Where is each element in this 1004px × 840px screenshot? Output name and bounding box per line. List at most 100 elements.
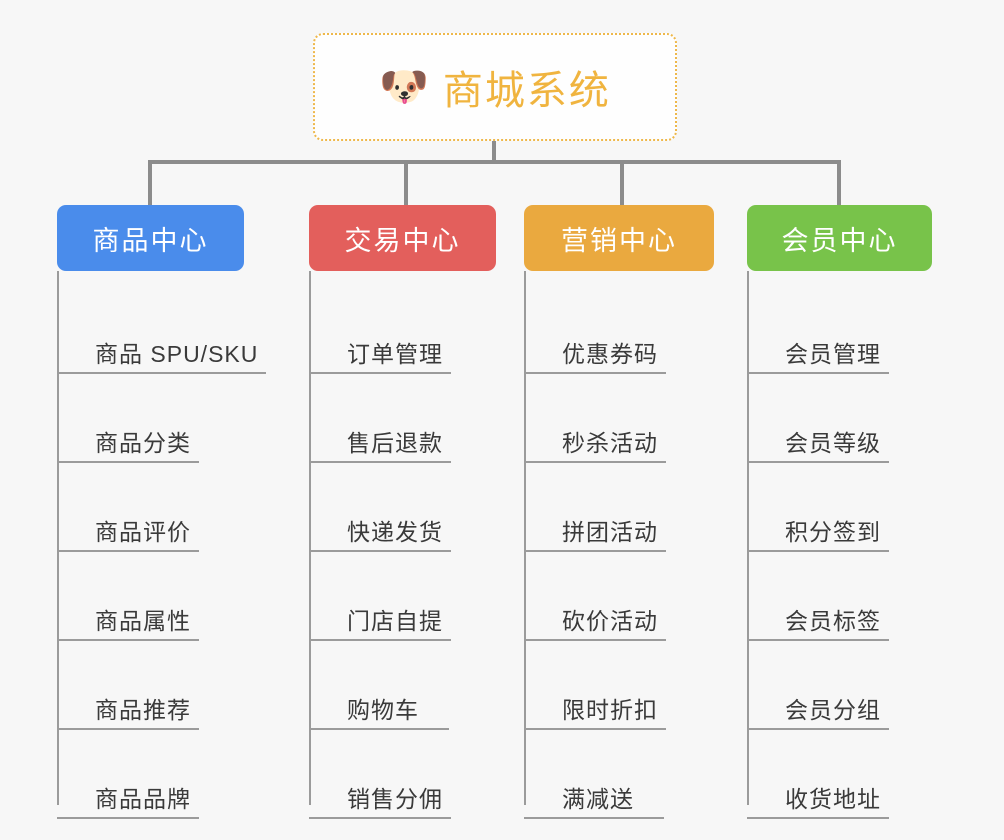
leaf-item-label: 砍价活动 xyxy=(562,608,658,634)
leaf-item-underline xyxy=(524,461,666,463)
leaf-item[interactable]: 会员等级 xyxy=(747,374,932,463)
leaf-item-label: 会员管理 xyxy=(785,341,881,367)
leaf-item-inner: 门店自提 xyxy=(309,602,451,641)
leaf-item-inner: 商品品牌 xyxy=(57,780,199,819)
leaf-item-label: 满减送 xyxy=(562,786,634,812)
leaf-item-inner: 拼团活动 xyxy=(524,513,666,552)
branch-header-3[interactable]: 营销中心 xyxy=(524,205,714,271)
leaf-item-label: 限时折扣 xyxy=(562,697,658,723)
branch-leaf-stack-4: 会员管理会员等级积分签到会员标签会员分组收货地址 xyxy=(747,271,932,819)
leaf-item-underline xyxy=(747,372,889,374)
leaf-item-underline xyxy=(309,817,451,819)
leaf-item-inner: 会员管理 xyxy=(747,335,889,374)
branch-header-label: 会员中心 xyxy=(781,225,898,256)
branch-spine-4 xyxy=(747,271,749,805)
leaf-item[interactable]: 售后退款 xyxy=(309,374,496,463)
leaf-item[interactable]: 商品评价 xyxy=(57,463,244,552)
branch-spine-2 xyxy=(309,271,311,805)
leaf-item-inner: 购物车 xyxy=(309,691,449,730)
leaf-item[interactable]: 会员管理 xyxy=(747,285,932,374)
leaf-item[interactable]: 会员分组 xyxy=(747,641,932,730)
leaf-item-underline xyxy=(524,372,666,374)
leaf-item-underline xyxy=(57,372,266,374)
leaf-item-underline xyxy=(747,639,889,641)
root-node-mall-system[interactable]: 🐶 商城系统 xyxy=(313,33,677,141)
leaf-item-inner: 商品属性 xyxy=(57,602,199,641)
branch-drop-connector-1 xyxy=(148,160,152,207)
leaf-item[interactable]: 限时折扣 xyxy=(524,641,714,730)
leaf-item-label: 优惠券码 xyxy=(562,341,658,367)
leaf-item-underline xyxy=(309,639,451,641)
leaf-item[interactable]: 商品属性 xyxy=(57,552,244,641)
branch-leaf-stack-2: 订单管理售后退款快递发货门店自提购物车销售分佣 xyxy=(309,271,496,819)
leaf-item-inner: 商品推荐 xyxy=(57,691,199,730)
leaf-item-inner: 会员标签 xyxy=(747,602,889,641)
leaf-item-underline xyxy=(747,817,889,819)
branch-connector-bus xyxy=(148,160,840,164)
leaf-item[interactable]: 秒杀活动 xyxy=(524,374,714,463)
leaf-item-label: 购物车 xyxy=(347,697,419,723)
leaf-item[interactable]: 订单管理 xyxy=(309,285,496,374)
branch-leaf-stack-1: 商品 SPU/SKU 商品分类商品评价商品属性商品推荐商品品牌 xyxy=(57,271,266,819)
leaf-item-underline xyxy=(524,728,666,730)
leaf-item-label: 商品品牌 xyxy=(95,786,191,812)
leaf-item[interactable]: 商品品牌 xyxy=(57,730,244,819)
leaf-item-label: 商品 SPU/SKU xyxy=(95,341,259,367)
root-connector-stem xyxy=(492,141,496,163)
leaf-item-label: 商品推荐 xyxy=(95,697,191,723)
leaf-item-underline xyxy=(57,817,199,819)
leaf-item[interactable]: 满减送 xyxy=(524,730,714,819)
leaf-item-inner: 商品评价 xyxy=(57,513,199,552)
leaf-item-inner: 会员分组 xyxy=(747,691,889,730)
leaf-item-label: 销售分佣 xyxy=(347,786,443,812)
leaf-item-underline xyxy=(309,550,451,552)
leaf-item-underline xyxy=(747,728,889,730)
leaf-item[interactable]: 商品 SPU/SKU xyxy=(57,285,266,374)
leaf-item-inner: 销售分佣 xyxy=(309,780,451,819)
leaf-item[interactable]: 砍价活动 xyxy=(524,552,714,641)
leaf-item[interactable]: 快递发货 xyxy=(309,463,496,552)
leaf-item-underline xyxy=(57,550,199,552)
leaf-item[interactable]: 会员标签 xyxy=(747,552,932,641)
leaf-item-underline xyxy=(524,550,666,552)
leaf-item[interactable]: 优惠券码 xyxy=(524,285,714,374)
leaf-item-underline xyxy=(747,550,889,552)
branch-spine-3 xyxy=(524,271,526,805)
leaf-item-inner: 收货地址 xyxy=(747,780,889,819)
branch-header-2[interactable]: 交易中心 xyxy=(309,205,496,271)
leaf-item-label: 会员标签 xyxy=(785,608,881,634)
leaf-item-label: 售后退款 xyxy=(347,430,443,456)
leaf-item[interactable]: 销售分佣 xyxy=(309,730,496,819)
leaf-item[interactable]: 收货地址 xyxy=(747,730,932,819)
leaf-item-inner: 限时折扣 xyxy=(524,691,666,730)
dog-face-icon: 🐶 xyxy=(379,65,429,109)
branch-column-1: 商品中心商品 SPU/SKU 商品分类商品评价商品属性商品推荐商品品牌 xyxy=(57,205,266,819)
leaf-item-underline xyxy=(309,728,449,730)
root-node-title: 商城系统 xyxy=(442,69,611,113)
leaf-item-label: 会员分组 xyxy=(785,697,881,723)
leaf-item-underline xyxy=(524,639,666,641)
branch-header-1[interactable]: 商品中心 xyxy=(57,205,244,271)
leaf-item-label: 商品分类 xyxy=(95,430,191,456)
leaf-item-inner: 商品 SPU/SKU xyxy=(57,335,266,374)
leaf-item[interactable]: 商品推荐 xyxy=(57,641,244,730)
leaf-item-inner: 快递发货 xyxy=(309,513,451,552)
leaf-item-label: 积分签到 xyxy=(785,519,881,545)
branch-drop-connector-3 xyxy=(620,160,624,207)
leaf-item[interactable]: 商品分类 xyxy=(57,374,244,463)
leaf-item[interactable]: 拼团活动 xyxy=(524,463,714,552)
leaf-item[interactable]: 门店自提 xyxy=(309,552,496,641)
leaf-item-inner: 会员等级 xyxy=(747,424,889,463)
leaf-item[interactable]: 购物车 xyxy=(309,641,496,730)
leaf-item-inner: 售后退款 xyxy=(309,424,451,463)
leaf-item-inner: 砍价活动 xyxy=(524,602,666,641)
leaf-item-underline xyxy=(747,461,889,463)
branch-drop-connector-2 xyxy=(404,160,408,207)
branch-header-4[interactable]: 会员中心 xyxy=(747,205,932,271)
branch-header-label: 商品中心 xyxy=(92,225,209,256)
leaf-item-label: 会员等级 xyxy=(785,430,881,456)
leaf-item-underline xyxy=(57,728,199,730)
leaf-item[interactable]: 积分签到 xyxy=(747,463,932,552)
leaf-item-label: 秒杀活动 xyxy=(562,430,658,456)
